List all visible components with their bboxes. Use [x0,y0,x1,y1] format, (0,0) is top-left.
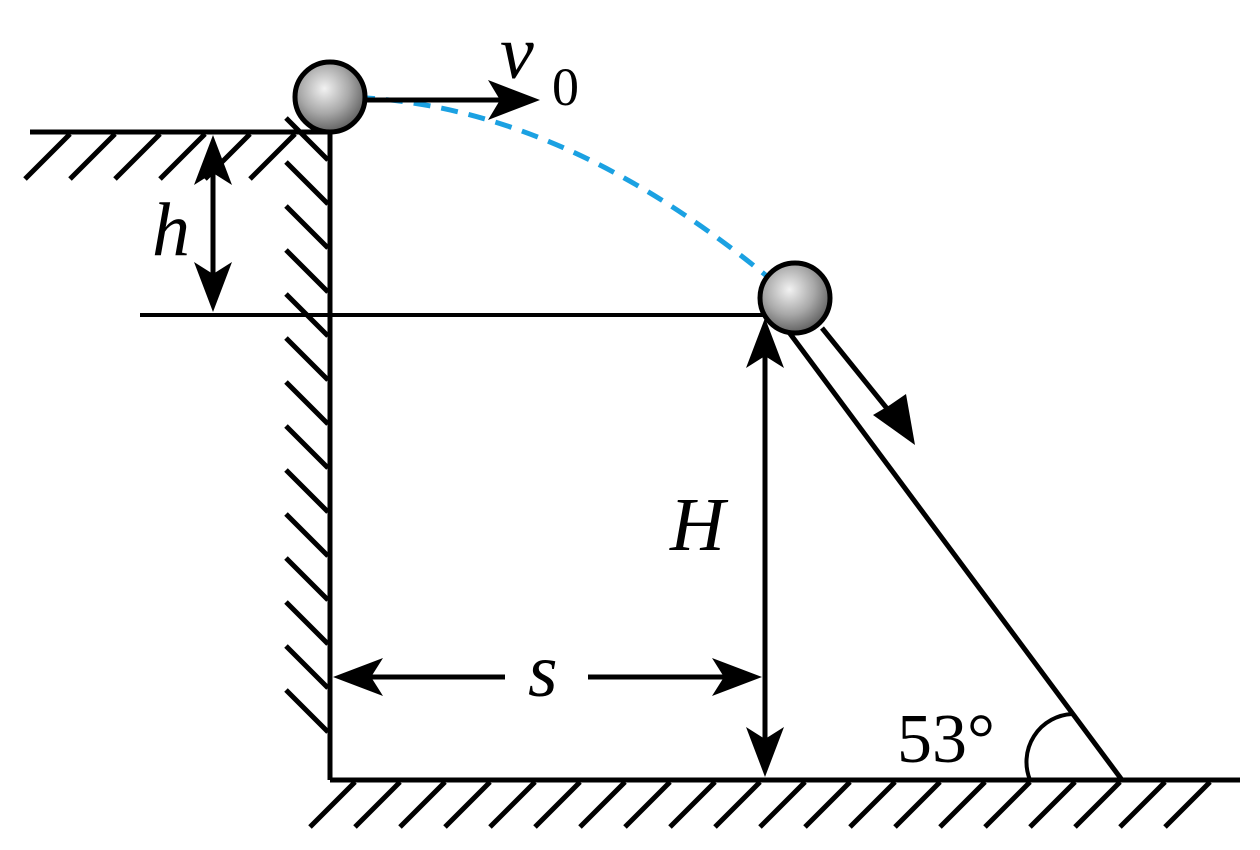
hatch-line [68,132,117,181]
hatch-line [284,248,330,294]
hatch-line [284,600,330,646]
H-label: H [669,483,729,567]
velocity-label: v [500,11,534,95]
hatch-line [488,780,537,829]
hatch-line [113,132,162,181]
ball-landing [757,260,833,336]
hatch-line [248,132,297,181]
hatch-line [284,644,330,690]
hatch-line [578,780,627,829]
hatch-line [158,132,207,181]
hatch-line [533,780,582,829]
h-label: h [152,188,190,272]
hatch-line [284,116,330,162]
hatch-line [668,780,717,829]
hatch-line [623,780,672,829]
cliff-wall-hatching [284,116,330,734]
hatch-line [284,512,330,558]
hatch-line [893,780,942,829]
h-dimension-arrow [194,135,232,312]
hatch-line [1073,780,1122,829]
angle-arc [1024,712,1073,781]
hatch-line [398,780,447,829]
velocity-subscript: 0 [552,57,579,117]
hatch-line [308,780,357,829]
hatch-line [713,780,762,829]
ball-start [292,59,368,135]
hatch-line [284,688,330,734]
top-ground [23,129,330,181]
hatch-line [284,204,330,250]
hatch-line [284,556,330,602]
hatch-line [1118,780,1167,829]
hatch-line [1163,780,1212,829]
angle-label: 53° [897,701,995,778]
incline-direction-arrow [820,326,915,445]
velocity-arrow [364,80,540,120]
hatch-line [848,780,897,829]
s-dimension-arrow [333,658,762,696]
top-ground-hatching [23,132,297,181]
hatch-line [983,780,1032,829]
hatch-line [758,780,807,829]
hatch-line [443,780,492,829]
hatch-line [284,380,330,426]
trajectory-path [329,94,797,302]
hatch-line [938,780,987,829]
hatch-line [23,132,72,181]
hatch-line [353,780,402,829]
hatch-line [284,336,330,382]
cliff-wall [284,116,333,780]
hatch-line [803,780,852,829]
s-label: s [528,629,558,713]
H-dimension-arrow [746,318,784,777]
hatch-line [284,160,330,206]
incline-surface [762,298,1125,782]
hatch-line [1028,780,1077,829]
bottom-ground-hatching [308,780,1212,829]
hatch-line [284,468,330,514]
bottom-ground [308,777,1240,829]
hatch-line [284,424,330,470]
